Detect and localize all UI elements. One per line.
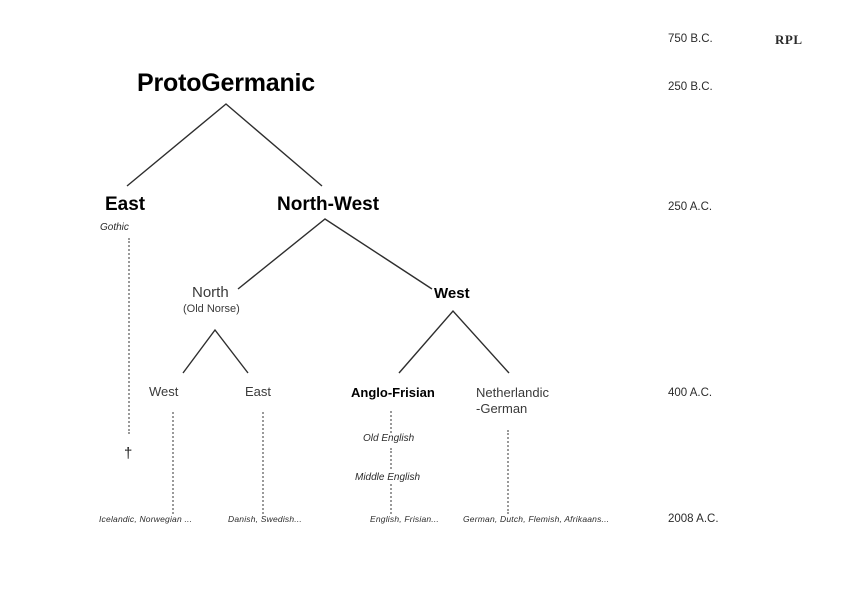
edge-north-split <box>182 328 249 374</box>
node-netherlandic-german-line2: -German <box>476 401 528 417</box>
dotted-line-anglo-frisian-b <box>390 448 392 469</box>
modern-languages-netherlandic: German, Dutch, Flemish, Afrikaans... <box>463 514 610 524</box>
node-protogermanic: ProtoGermanic <box>137 69 316 97</box>
stage-middle-english: Middle English <box>355 472 421 483</box>
edge-protogermanic-split <box>126 103 323 187</box>
era-label-400-ac: 400 A.C. <box>668 387 713 399</box>
dotted-line-anglo-frisian-a <box>390 411 392 433</box>
extinct-dagger-gothic: † <box>124 445 133 462</box>
node-old-norse-gloss: (Old Norse) <box>183 303 240 315</box>
era-label-250-bc: 250 B.C. <box>668 81 713 93</box>
edge-northwest-split <box>237 218 433 290</box>
dotted-line-anglo-frisian-c <box>390 484 392 514</box>
era-label-250-ac: 250 A.C. <box>668 201 713 213</box>
node-north-east-leaf: East <box>245 384 272 399</box>
node-north-west: North-West <box>277 194 380 215</box>
author-signature: RPL <box>775 32 803 47</box>
era-label-2008-ac: 2008 A.C. <box>668 513 719 525</box>
node-netherlandic-german: Netherlandic -German <box>476 385 549 418</box>
node-north: North <box>192 284 229 301</box>
node-anglo-frisian: Anglo-Frisian <box>351 385 435 400</box>
dotted-line-north-east-leaf <box>262 412 264 514</box>
stage-old-english: Old English <box>363 433 415 444</box>
era-label-750-bc: 750 B.C. <box>668 33 713 45</box>
node-gothic: Gothic <box>100 222 129 233</box>
modern-languages-north-west: Icelandic, Norwegian ... <box>99 514 193 524</box>
node-north-west-leaf: West <box>149 384 179 399</box>
modern-languages-north-east: Danish, Swedish... <box>228 514 302 524</box>
dotted-line-gothic <box>128 238 130 434</box>
node-east: East <box>105 194 146 215</box>
node-netherlandic-german-line1: Netherlandic <box>476 385 549 400</box>
dotted-line-netherlandic <box>507 430 509 514</box>
edge-west-split <box>398 309 510 374</box>
modern-languages-anglo-frisian: English, Frisian... <box>370 514 439 524</box>
node-west: West <box>434 285 470 302</box>
dotted-line-north-west-leaf <box>172 412 174 514</box>
